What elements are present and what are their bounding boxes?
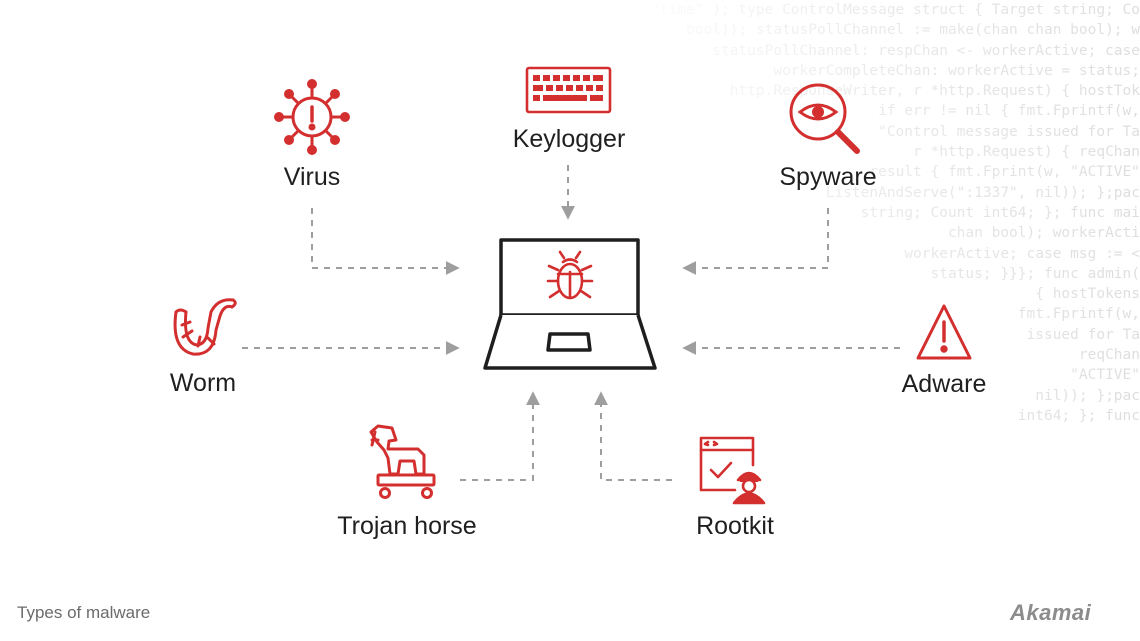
code-line: "Control message issued for Ta [878, 123, 1140, 140]
code-line: chan bool); workerActi [947, 225, 1140, 242]
node-label-spyware: Spyware [779, 163, 877, 191]
code-line: workerCompleteChan: workerActive = statu… [773, 62, 1140, 79]
spyware-eye-icon [789, 83, 860, 154]
code-line: statusPollChannel: respChan <- workerAct… [712, 42, 1140, 59]
node-label-adware: Adware [901, 370, 987, 398]
code-line: status; }}}; func admin( [930, 265, 1140, 282]
code-line: bool)); statusPollChannel := make(chan c… [686, 22, 1140, 39]
code-line: issued for Ta [1026, 326, 1140, 343]
connector-virus [311, 208, 460, 275]
node-label-virus: Virus [283, 163, 341, 191]
code-line: string; Count int64; }; func mai [860, 204, 1140, 221]
code-background: "time" ); type ControlMessage struct { T… [520, 0, 1140, 430]
code-line: { hostTokens [1035, 286, 1140, 303]
virus-icon [274, 79, 350, 155]
code-line: reqChan [1078, 347, 1140, 364]
node-label-worm: Worm [169, 369, 237, 397]
trojan-horse-icon [369, 424, 436, 499]
code-line: r *http.Request) { reqChan [913, 144, 1140, 161]
brand-logo: Akamai [1010, 600, 1092, 625]
warning-triangle-icon [916, 304, 972, 360]
caption: Types of malware [17, 603, 151, 622]
node-label-trojan-horse: Trojan horse [337, 512, 477, 540]
rootkit-icon [699, 436, 766, 505]
code-line: ListenAndServe(":1337", nil)); };pac [825, 184, 1140, 201]
code-line: int64; }; func [1017, 407, 1140, 424]
code-line: nil)); };pac [1035, 387, 1140, 404]
code-line: http.ResponseWriter, r *http.Request) { … [729, 83, 1140, 100]
code-line: "ACTIVE" [1070, 367, 1140, 384]
worm-icon [173, 298, 237, 356]
connector-rootkit [594, 391, 672, 481]
code-line: result { fmt.Fprint(w, "ACTIVE" [869, 164, 1140, 181]
code-line: fmt.Fprintf(w, [1017, 306, 1140, 323]
code-line: if err != nil { fmt.Fprintf(w, [878, 103, 1140, 120]
bug-icon [546, 250, 594, 300]
keyboard-icon [525, 66, 612, 114]
node-label-rootkit: Rootkit [696, 512, 774, 540]
connector-trojan [460, 391, 540, 481]
code-line: "time" ); type ControlMessage struct { T… [651, 2, 1140, 18]
code-line: workerActive; case msg := < [904, 245, 1140, 262]
node-label-keylogger: Keylogger [512, 125, 626, 153]
laptop-icon [483, 238, 657, 370]
connector-spyware [682, 208, 829, 275]
